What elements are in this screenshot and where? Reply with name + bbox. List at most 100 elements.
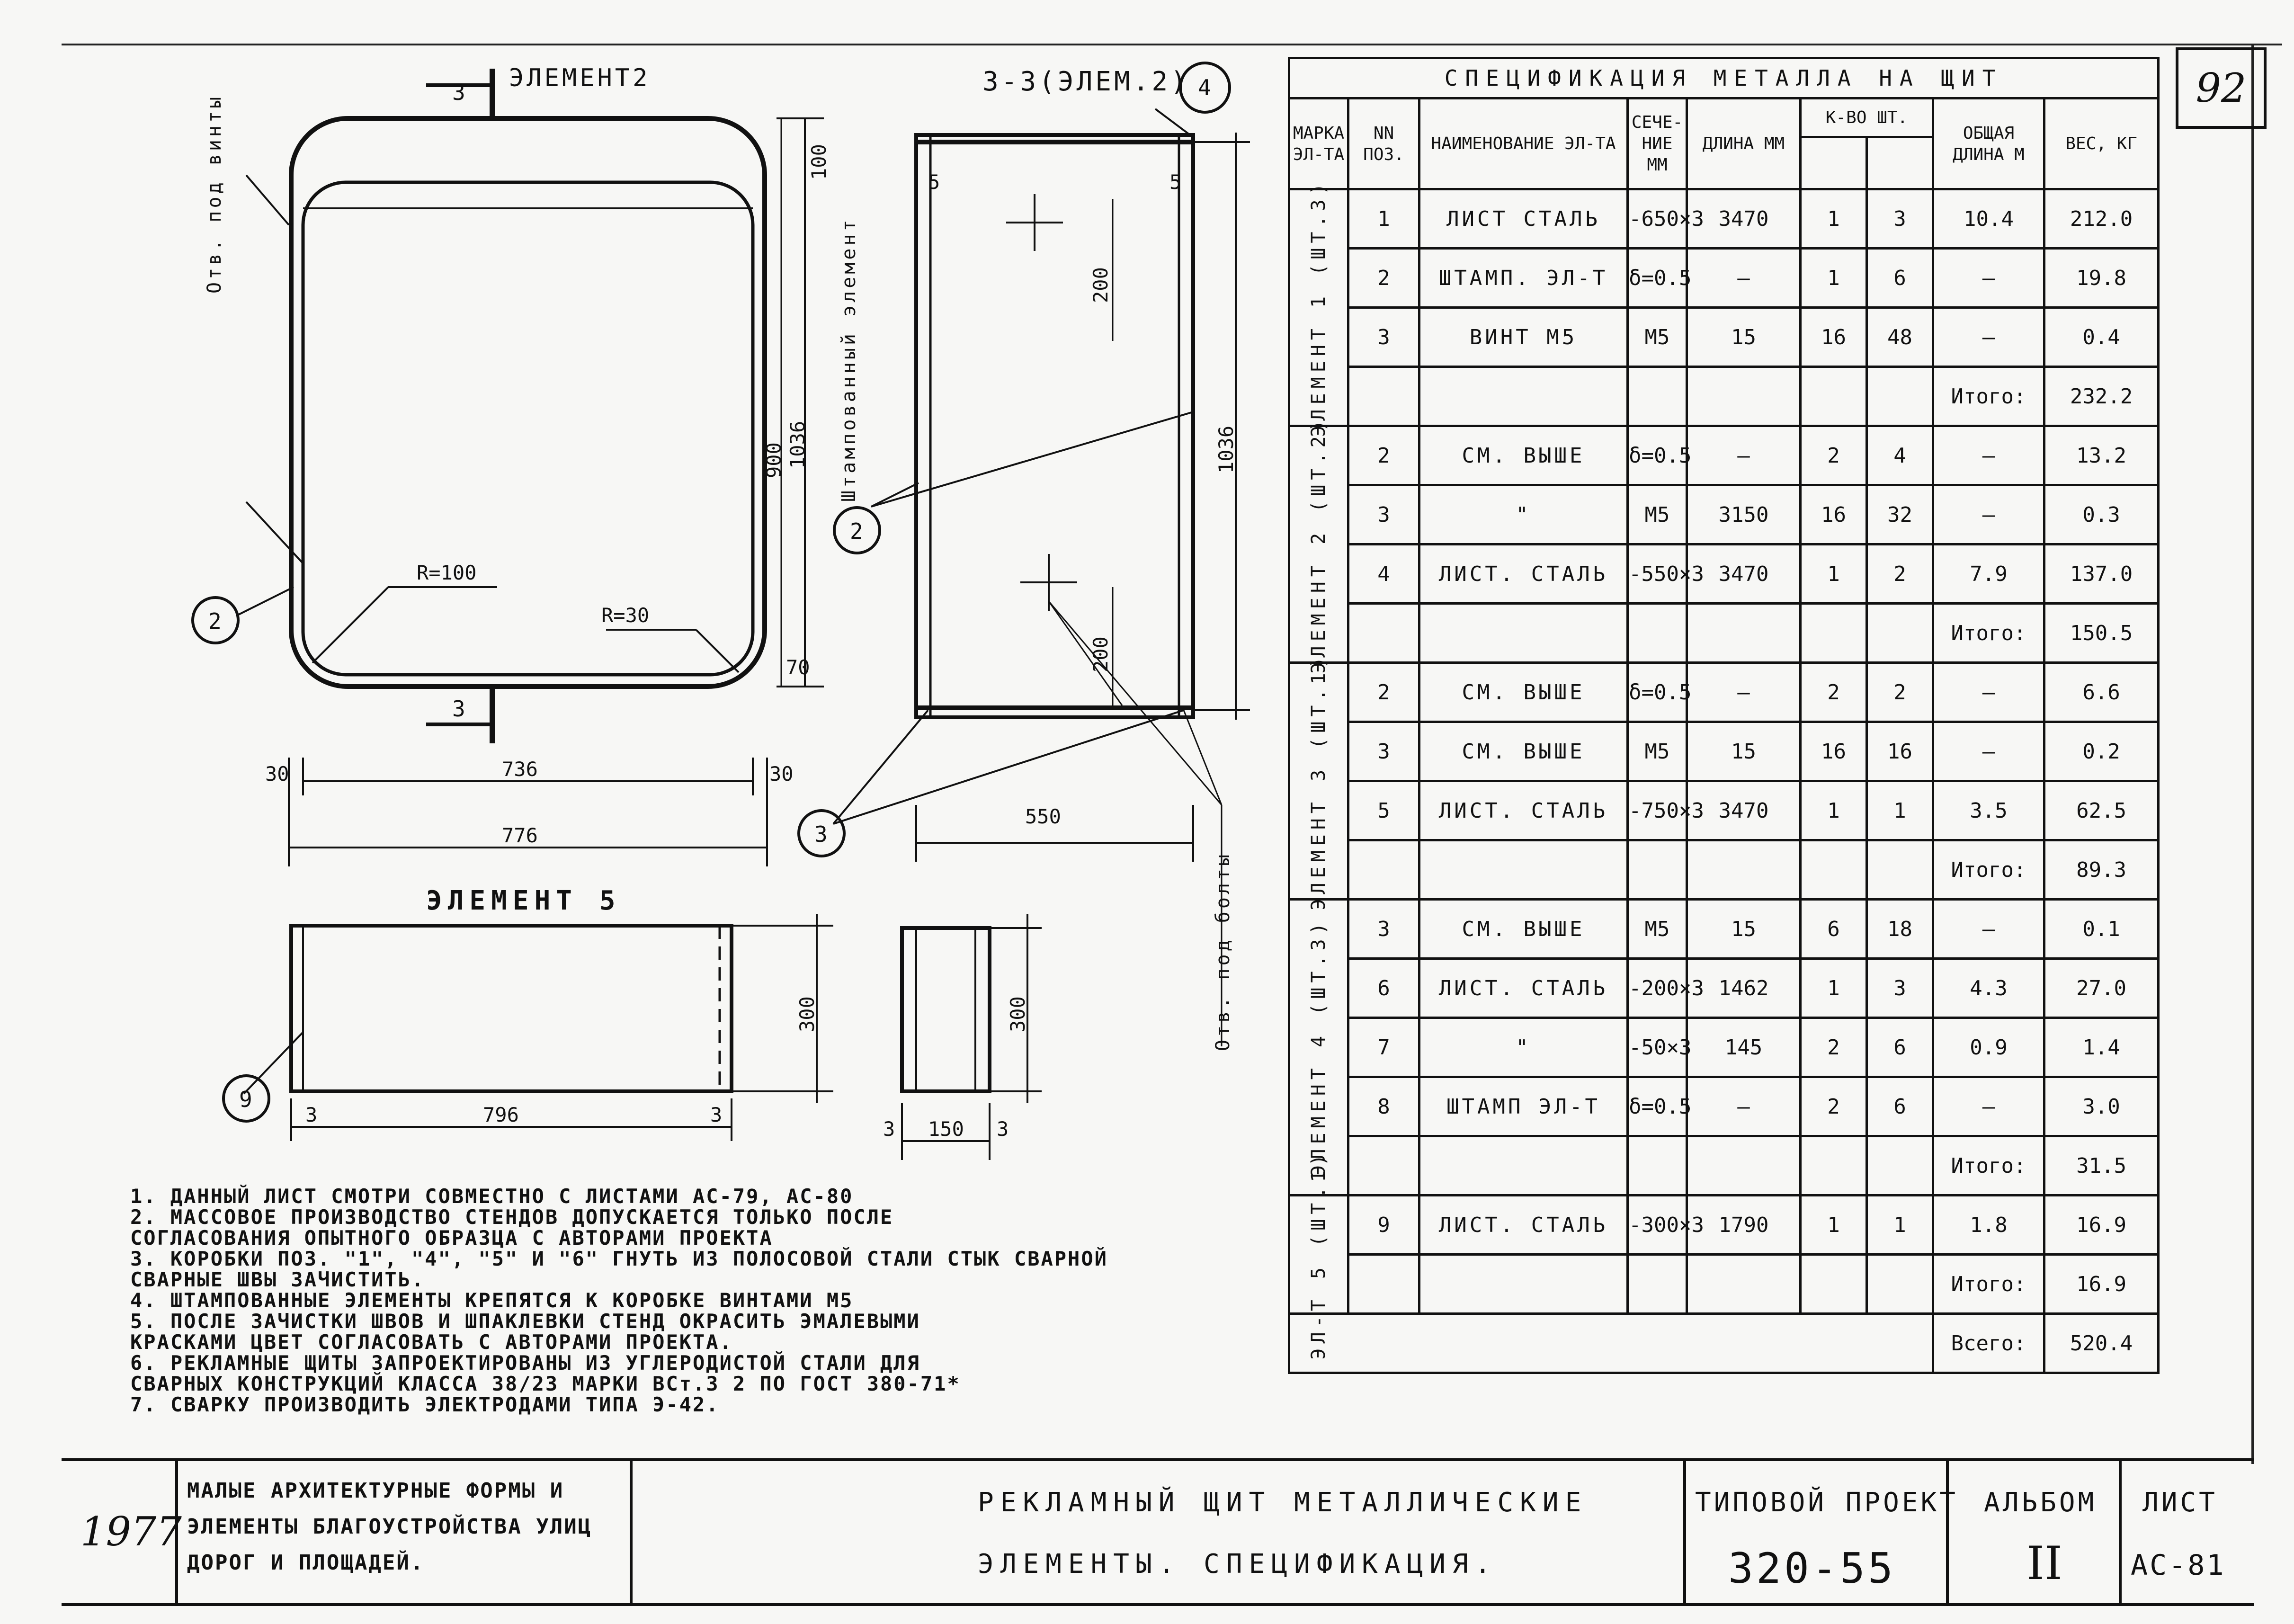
frame-right-line [2251,44,2254,1464]
header-total-length: ОБЩАЯ ДЛИНА М [1932,97,2045,190]
cell-total: — [1932,898,2045,960]
cell-length: — [1686,425,1802,486]
cell-weight: 6.6 [2043,661,2160,723]
series-line-2: ЭЛЕМЕНТЫ БЛАГОУСТРОЙСТВА УЛИЦ [187,1515,592,1539]
cell-section: -550×3 [1626,543,1704,605]
cell-section: М5 [1626,484,1688,545]
radius-30-label: R=30 [601,604,650,627]
cell-total: — [1932,721,2045,782]
note-line: КРАСКАМИ ЦВЕТ СОГЛАСОВАТЬ С АВТОРАМИ ПРО… [130,1330,733,1354]
cell-section: δ=0.5 [1626,1076,1691,1137]
specification-table: СПЕЦИФИКАЦИЯ МЕТАЛЛА НА ЩИТ МАРКА ЭЛ-ТА … [1287,57,2160,1374]
cell-section: -300×3 [1626,1194,1704,1256]
cell-q1: 2 [1799,661,1868,723]
callout-9: 9 [239,1087,255,1112]
dim-550: 550 [1025,805,1061,828]
header-pos: NN ПОЗ. [1347,97,1420,190]
dim-300-element5: 300 [795,996,819,1032]
dim-736: 736 [502,758,538,781]
cell-total: 10.4 [1932,188,2045,250]
cell-name: СМ. ВЫШЕ [1418,425,1629,486]
element5-outline [289,924,733,1093]
dim-796: 796 [483,1103,519,1126]
cell-total: — [1932,484,2045,545]
cell-weight: 16.9 [2043,1194,2160,1256]
sheet-code: АС-81 [2131,1549,2226,1582]
callout-circle-9 [222,1074,270,1123]
stamped-element-label: Штампованный элемент [838,217,860,502]
dim-3-c: 3 [883,1117,895,1141]
cell-weight: 62.5 [2043,780,2160,841]
cell-q1: 2 [1799,425,1868,486]
subtotal-row: Итого:232.2 [1289,366,2160,427]
cell-total: 3.5 [1932,780,2045,841]
dim-1036-section: 1036 [1214,425,1238,473]
section-mark-top: 3 [452,80,468,105]
dim-70: 70 [786,656,810,679]
cell-length: 1790 [1686,1194,1802,1256]
note-line: СОГЛАСОВАНИЯ ОПЫТНОГО ОБРАЗЦА С АВТОРАМИ… [130,1226,773,1249]
callout-4: 4 [1198,75,1214,100]
cell-pos: 2 [1347,425,1420,486]
element5-label: ЭЛЕМЕНТ 5 [426,885,621,916]
cell-q1: 1 [1799,543,1868,605]
cell-name: СМ. ВЫШЕ [1418,661,1629,723]
cell-name: ВИНТ М5 [1418,306,1629,368]
cell-weight: 212.0 [2043,188,2160,250]
note-line: 5. ПОСЛЕ ЗАЧИСТКИ ШВОВ И ШПАКЛЕВКИ СТЕНД… [130,1310,920,1333]
sheet-number: 92 [2176,47,2267,129]
group-mark-cell: ЭЛЕМЕНТ 1 (ШТ.3) [1288,178,1349,437]
cell-weight: 0.4 [2043,306,2160,368]
spec-table-title: СПЕЦИФИКАЦИЯ МЕТАЛЛА НА ЩИТ [1287,57,2160,99]
element2-outer-outline [289,116,767,689]
note-line: СВАРНЫЕ ШВЫ ЗАЧИСТИТЬ. [130,1268,425,1291]
cell-pos: 8 [1347,1076,1420,1137]
element5-side-outline [900,926,991,1093]
cell-length: 3150 [1686,484,1802,545]
dim-1036: 1036 [786,420,809,469]
cell-q2: 2 [1866,661,1934,723]
subtotal-value: 16.9 [2043,1253,2160,1315]
callout-circle-2 [833,506,881,554]
callout-circle-2-left [191,596,240,644]
note-line: 4. ШТАМПОВАННЫЕ ЭЛЕМЕНТЫ КРЕПЯТСЯ К КОРО… [130,1289,854,1312]
cell-q2: 3 [1866,957,1934,1019]
cell-weight: 137.0 [2043,543,2160,605]
cell-name: СМ. ВЫШЕ [1418,721,1629,782]
cell-name: ЛИСТ. СТАЛЬ [1418,780,1629,841]
cell-name: " [1418,1017,1629,1078]
holes-label: Отв. под винты [204,94,225,294]
cell-q2: 16 [1866,721,1934,782]
subtotal-label: Итого: [1932,1135,2045,1196]
dim-5-right: 5 [1169,170,1182,194]
cell-length: — [1686,1076,1802,1137]
cell-section: δ=0.5 [1626,661,1691,723]
group-mark-cell: ЭЛЕМЕНТ 4 (ШТ.3) [1288,898,1349,1196]
cell-name: ЛИСТ. СТАЛЬ [1418,1194,1629,1256]
series-line-1: МАЛЫЕ АРХИТЕКТУРНЫЕ ФОРМЫ И [187,1479,564,1503]
note-line: СВАРНЫХ КОНСТРУКЦИЙ КЛАССА 38/23 МАРКИ В… [130,1372,961,1395]
section-mark-bottom: 3 [452,696,468,722]
group-mark-label: ЭЛЕМЕНТ 3 (ШТ.1) [1308,651,1330,910]
cell-pos: 1 [1347,188,1420,250]
cell-q2: 32 [1866,484,1934,545]
section-3-3-outline [914,133,1195,719]
cell-q1: 2 [1799,1076,1868,1137]
header-qty: К-ВО ШТ. [1799,97,1934,138]
cell-section: δ=0.5 [1626,247,1691,309]
subtotal-label: Итого: [1932,839,2045,901]
dim-30-left: 30 [265,762,289,785]
cell-name: ЛИСТ СТАЛЬ [1418,188,1629,250]
cell-name: ШТАМП ЭЛ-Т [1418,1076,1629,1137]
callout-3: 3 [814,821,830,847]
drawing-title-line-1: РЕКЛАМНЫЙ ЩИТ МЕТАЛЛИЧЕСКИЕ [978,1487,1588,1518]
project-label: ТИПОВОЙ ПРОЕКТ [1695,1487,1959,1518]
cell-total: — [1932,425,2045,486]
bolt-holes-label: Отв. под болты [1212,851,1234,1051]
header-qty-2 [1866,136,1934,190]
